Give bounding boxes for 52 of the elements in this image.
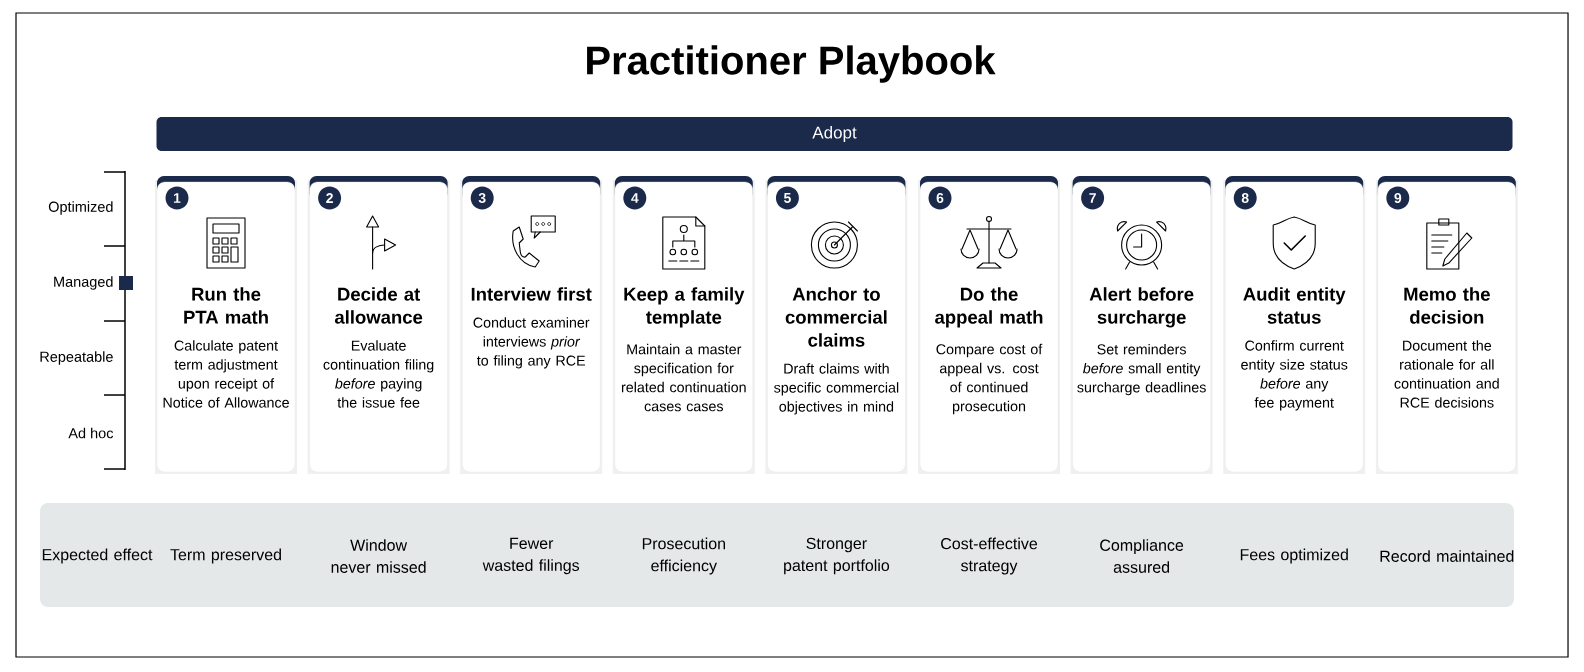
card-heading: Memo the decision (1404, 287, 1490, 324)
card-description: Compare cost of appeal vs. cost of continued prosecution (936, 343, 1043, 415)
effect-text: Cost-effective strategy (941, 537, 1038, 575)
number-badge: 1 (165, 186, 189, 210)
effect-text: Record maintained (1380, 550, 1514, 562)
effect-text: Stronger patent portfolio (784, 537, 890, 575)
card-heading: Interview first (471, 287, 592, 301)
level-label: Optimized (48, 201, 113, 215)
step-card (612, 176, 755, 474)
level-label: Ad hoc (68, 427, 114, 439)
level-label: Managed (54, 276, 113, 290)
number-badge: 7 (1081, 186, 1105, 210)
step-card (918, 176, 1060, 474)
card-heading: Do the appeal math (935, 287, 1043, 328)
step-card (155, 176, 297, 474)
effect-text: Window never missed (331, 539, 426, 573)
effect-text: Fees optimized (1240, 548, 1348, 564)
number-badge: 2 (318, 186, 342, 210)
card-description: Confirm current entity size status before any fee payment (1241, 340, 1348, 411)
card-description: Set reminders before small entity surcharge deadlines (1077, 343, 1206, 396)
effect-text: Compliance assured (1100, 539, 1184, 573)
card-heading: Decide at allowance (334, 287, 423, 324)
step-card (765, 176, 908, 474)
adopt-bar: Adopt (156, 117, 1513, 151)
effect-text: Expected effect (42, 548, 153, 564)
card-description: Calculate patent term adjustment upon receipt of Notice of Allowance (163, 340, 289, 408)
card-description: Evaluate continuation filing before paying the issue fee (323, 340, 434, 408)
card-heading: Run the PTA math (184, 287, 268, 324)
effect-text: Fewer wasted filings (482, 537, 580, 575)
number-badge: 9 (1386, 186, 1410, 210)
card-description: Conduct examiner interviews prior to filing any RCE (473, 317, 590, 369)
card-heading: Anchor to commercial claims (785, 287, 887, 347)
card-heading: Audit entity status (1243, 287, 1346, 324)
card-description: Document the rationale for all continuation and RCE decisions (1394, 340, 1499, 408)
number-badge: 3 (470, 186, 494, 210)
step-card (307, 176, 450, 474)
step-card (1223, 176, 1366, 474)
step-card (1375, 176, 1518, 474)
effect-text: Prosecution efficiency (642, 537, 725, 575)
card-heading: Alert before surcharge (1089, 287, 1194, 328)
number-badge: 5 (775, 186, 799, 210)
step-card (1070, 176, 1213, 474)
step-card (460, 176, 603, 474)
level-label: Repeatable (40, 351, 113, 365)
number-badge: 4 (623, 186, 647, 210)
card-description: Draft claims with specific commercial objectives in mind (774, 363, 899, 415)
number-badge: 8 (1233, 186, 1257, 210)
card-description: Maintain a master specification for related continuation cases cases (621, 343, 746, 412)
title: Practitioner Playbook (587, 45, 996, 83)
number-badge: 6 (928, 186, 952, 210)
effect-text: Term preserved (170, 548, 281, 564)
card-heading: Keep a family template (624, 287, 745, 328)
